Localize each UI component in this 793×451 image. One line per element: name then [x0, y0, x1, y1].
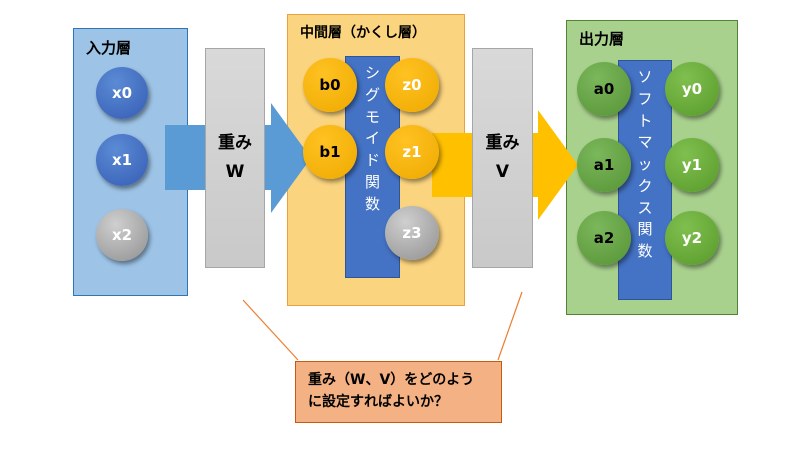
sigmoid-char-6: 数 — [364, 194, 380, 213]
question-callout: 重み（W、V）をどのよう に設定すればよいか？ — [295, 361, 502, 423]
softmax-char-8: 数 — [637, 242, 653, 260]
node-a2-label: a2 — [593, 229, 615, 247]
weight-w-label-line2: W — [225, 162, 245, 182]
sigmoid-char-1: グ — [364, 85, 380, 104]
softmax-char-0: ソ — [637, 68, 653, 86]
node-z3-label: z3 — [402, 224, 422, 242]
node-x1: x1 — [96, 134, 148, 186]
input-layer-label: 入力層 — [86, 39, 132, 57]
node-x1-label: x1 — [111, 151, 133, 169]
weight-w-box: 重み W — [205, 48, 265, 268]
sigmoid-char-0: シ — [364, 64, 380, 82]
node-y0: y0 — [665, 62, 719, 116]
softmax-char-4: ッ — [637, 155, 653, 173]
weight-w-label-line1: 重み — [218, 133, 252, 154]
node-a1-label: a1 — [593, 156, 615, 174]
node-a1: a1 — [577, 138, 631, 192]
node-y0-label: y0 — [681, 80, 703, 98]
node-a2: a2 — [577, 211, 631, 265]
softmax-char-1: フ — [637, 89, 653, 108]
node-b1-label: b1 — [319, 143, 341, 161]
node-z0: z0 — [385, 58, 439, 112]
node-a0: a0 — [577, 62, 631, 116]
node-z1: z1 — [385, 125, 439, 179]
node-y2: y2 — [665, 211, 719, 265]
softmax-char-3: マ — [637, 133, 653, 152]
softmax-char-6: ス — [637, 198, 653, 217]
callout-line1: 重み（W、V）をどのよう — [308, 372, 475, 388]
node-z0-label: z0 — [402, 76, 422, 94]
sigmoid-char-3: イ — [364, 129, 380, 148]
node-x0-label: x0 — [111, 84, 133, 102]
callout-line2: に設定すればよいか？ — [308, 393, 448, 410]
node-z3: z3 — [385, 206, 439, 260]
hidden-layer-label: 中間層（かくし層） — [300, 25, 426, 41]
node-z1-label: z1 — [402, 143, 422, 161]
weight-v-box: 重み V — [472, 48, 533, 268]
softmax-char-5: ク — [637, 176, 653, 195]
node-y1-label: y1 — [681, 156, 703, 174]
node-y2-label: y2 — [681, 229, 703, 247]
weight-v-label-line2: V — [495, 162, 510, 182]
node-a0-label: a0 — [593, 80, 615, 98]
softmax-char-7: 関 — [637, 220, 653, 239]
node-x2-label: x2 — [111, 226, 133, 244]
leader-line-right — [497, 291, 523, 361]
leader-line-left — [242, 299, 299, 361]
node-y1: y1 — [665, 138, 719, 192]
node-b1: b1 — [303, 125, 357, 179]
node-x2: x2 — [96, 209, 148, 261]
node-b0: b0 — [303, 58, 357, 112]
node-b0-label: b0 — [319, 76, 341, 94]
sigmoid-char-5: 関 — [364, 172, 380, 191]
node-x0: x0 — [96, 67, 148, 119]
sigmoid-char-4: ド — [364, 151, 380, 169]
weight-v-label-line1: 重み — [485, 133, 520, 154]
output-layer-label: 出力層 — [579, 30, 625, 48]
softmax-char-2: ト — [637, 111, 653, 130]
sigmoid-char-2: モ — [364, 107, 380, 126]
